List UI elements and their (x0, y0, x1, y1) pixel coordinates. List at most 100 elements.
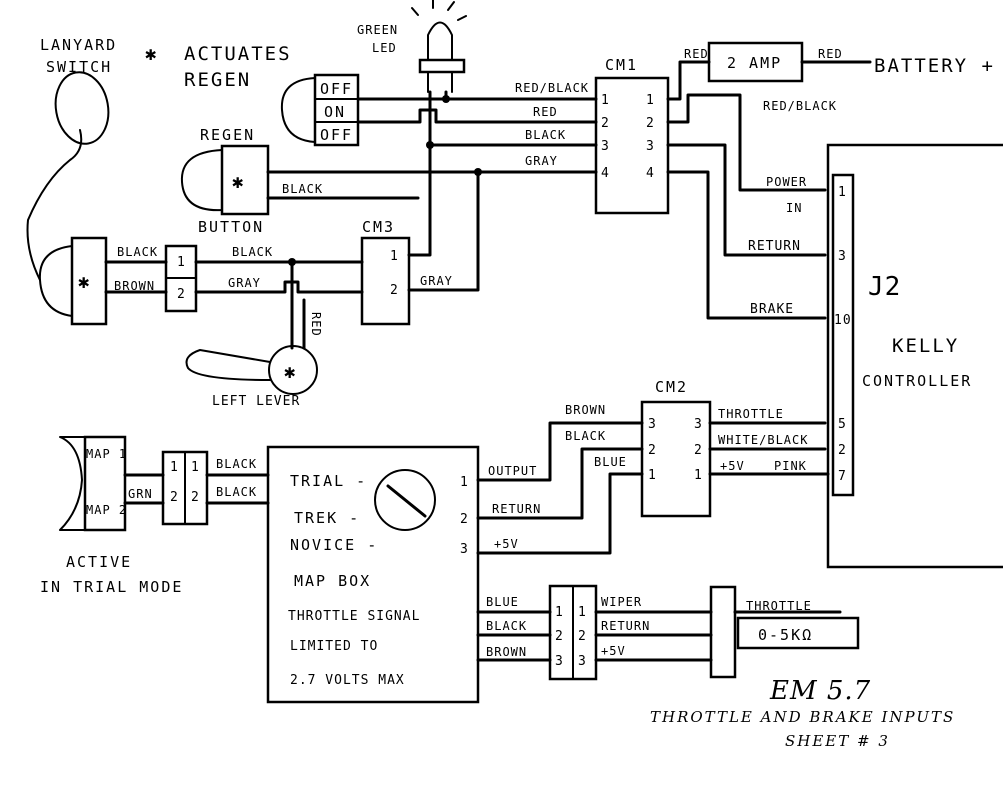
label-red-fuse: RED (684, 47, 709, 61)
label-gray-cm3-in: GRAY (228, 276, 261, 290)
label-red-battery: RED (818, 47, 843, 61)
label-black-cm2: BLACK (565, 429, 606, 443)
left-lever-label: LEFT LEVER (212, 394, 300, 409)
throttle-pin-1l: 1 (555, 605, 564, 620)
lanyard-switch-body (70, 236, 108, 326)
cm2-pin-3l: 3 (648, 417, 657, 432)
label-throttle-j2: THROTTLE (718, 407, 784, 421)
cm3-pin-1: 1 (390, 249, 399, 264)
label-5v-throttle: +5V (601, 644, 626, 658)
label-red-left: RED (533, 105, 558, 119)
battery-label: BATTERY + (874, 55, 995, 77)
cm2-pin-2r: 2 (694, 443, 703, 458)
map-plug (59, 436, 86, 531)
cm2-label: CM2 (655, 378, 688, 396)
led-legs (427, 71, 453, 93)
j2-connector (831, 173, 855, 497)
regen-label-top: REGEN (184, 69, 251, 91)
map-pin-1r: 1 (191, 460, 200, 475)
label-red-lever: RED (309, 312, 323, 337)
label-white-black: WHITE/BLACK (718, 433, 808, 447)
j2-pin-5: 5 (838, 417, 847, 432)
j2-pin-3: 3 (838, 249, 847, 264)
label-black-cm3-in: BLACK (232, 245, 273, 259)
junction-3 (474, 168, 482, 176)
map-box-note-2: LIMITED TO (290, 639, 378, 654)
wire-red-fuse (666, 60, 711, 101)
switch-knob (280, 77, 316, 143)
cm1-pin-4l: 4 (601, 166, 610, 181)
wire-output (476, 421, 644, 482)
wire-return (666, 143, 827, 257)
led-rays (411, 0, 467, 21)
label-blue-cm2: BLUE (594, 455, 627, 469)
j2-pin-2: 2 (838, 443, 847, 458)
in-trial-mode-label: IN TRIAL MODE (40, 578, 183, 596)
label-map-black-1: BLACK (216, 457, 257, 471)
sheet-title: EM 5.7 (769, 676, 871, 706)
throttle-pin-2l: 2 (555, 629, 564, 644)
led-dome (427, 21, 453, 61)
actuates-label: ACTUATES (184, 43, 292, 65)
throttle-pin-2r: 2 (578, 629, 587, 644)
lanyard-pin-2: 2 (177, 287, 186, 302)
map-selector-dial (374, 469, 436, 531)
regen-button-body (220, 144, 270, 216)
wire-5v-map (476, 472, 644, 555)
active-label: ACTIVE (66, 553, 132, 571)
lanyard-pin-1: 1 (177, 255, 186, 270)
map1-label: MAP 1 (86, 447, 127, 461)
label-brown-cm2: BROWN (565, 403, 606, 417)
map-plug-body (83, 435, 127, 532)
label-gray-cm3: GRAY (420, 274, 453, 288)
label-gray-cm1: GRAY (525, 154, 558, 168)
cm2-pin-2l: 2 (648, 443, 657, 458)
junction-1 (442, 95, 450, 103)
map-box-pin-1: 1 (460, 475, 469, 490)
map-selector-pointer (386, 484, 427, 518)
cm2-pin-1r: 1 (694, 468, 703, 483)
cm1-connector (594, 76, 670, 215)
wire-power-in (666, 93, 827, 192)
left-lever-arm (185, 349, 271, 381)
label-return-map: RETURN (492, 502, 541, 516)
map-pin-2r: 2 (191, 490, 200, 505)
label-black-regen: BLACK (282, 182, 323, 196)
throttle-range-box (736, 616, 860, 650)
cm1-pin-3l: 3 (601, 139, 610, 154)
label-black-cm1: BLACK (525, 128, 566, 142)
label-pink: PINK (774, 459, 807, 473)
wire-return-map (476, 447, 644, 520)
j2-pin-10: 10 (834, 313, 852, 328)
lanyard-label-1: LANYARD (40, 36, 117, 54)
wire-gray-cm3-in (194, 280, 364, 294)
cm1-pin-3r: 3 (646, 139, 655, 154)
junction-2 (426, 141, 434, 149)
cm2-pin-1l: 1 (648, 468, 657, 483)
throttle-pot-label: THROTTLE (746, 599, 812, 613)
button-label: BUTTON (198, 218, 264, 236)
label-return-j2: RETURN (748, 239, 801, 254)
cm1-pin-1r: 1 (646, 93, 655, 108)
map-box-title: MAP BOX (294, 572, 371, 590)
wire-brake (666, 170, 827, 320)
green-led-label-2: LED (372, 41, 397, 55)
map-pin-1l: 1 (170, 460, 179, 475)
label-brown-throttle: BROWN (486, 645, 527, 659)
map-pin-2l: 2 (170, 490, 179, 505)
label-brake: BRAKE (750, 302, 794, 317)
lever-star: ✱ (284, 361, 297, 383)
regen-star: ✱ (232, 171, 245, 193)
trek-label: TREK - (294, 509, 360, 527)
label-5v-j2: +5V (720, 459, 745, 473)
label-output: OUTPUT (488, 464, 537, 478)
grn-label: GRN (128, 487, 153, 501)
regen-button-cap (180, 149, 223, 212)
label-lanyard-brown: BROWN (114, 279, 155, 293)
controller-label: CONTROLLER (862, 372, 972, 390)
lanyard-label-2: SWITCH (46, 58, 112, 76)
cm1-label: CM1 (605, 56, 638, 74)
novice-label: NOVICE - (290, 536, 378, 554)
